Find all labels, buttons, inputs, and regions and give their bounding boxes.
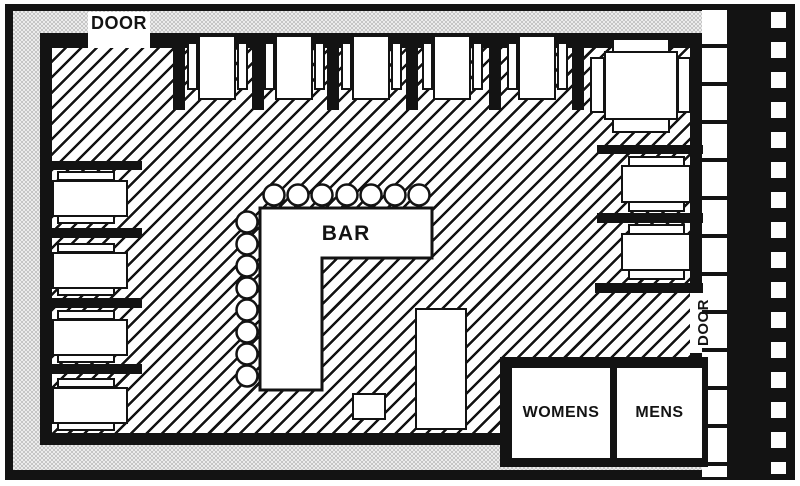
wall-left — [40, 33, 52, 445]
booth-divider — [173, 48, 185, 110]
bar-label: BAR — [322, 222, 371, 245]
booth-table — [621, 233, 691, 271]
booth-divider — [327, 48, 339, 110]
booth-divider — [572, 48, 584, 110]
bar-stool — [262, 183, 286, 207]
tile-walkway — [702, 10, 727, 477]
bar-stool — [235, 320, 259, 344]
bar-stool — [235, 254, 259, 278]
wall-right-upper — [690, 33, 702, 290]
bar-stool — [235, 298, 259, 322]
bar-stool — [235, 232, 259, 256]
mens-room: MENS — [617, 368, 702, 458]
right-dashed-strip — [771, 12, 786, 474]
chair — [677, 57, 691, 113]
booth-table — [52, 180, 128, 217]
bench — [472, 42, 483, 90]
small-table — [352, 393, 386, 420]
booth-divider — [597, 145, 703, 154]
booth-table — [518, 35, 556, 100]
bar-stool — [235, 276, 259, 300]
bar-area: BAR — [235, 183, 434, 392]
tall-table — [415, 308, 467, 430]
bar-stool — [359, 183, 383, 207]
booth-table — [52, 252, 128, 289]
bar-stool — [310, 183, 334, 207]
bar-counter — [258, 206, 434, 392]
womens-room-label: WOMENS — [522, 404, 600, 421]
booth-table — [52, 319, 128, 356]
booth-table — [621, 165, 691, 203]
booth-divider — [43, 228, 142, 238]
side-door-label-box: DOOR — [686, 292, 720, 352]
bar-stool — [235, 364, 259, 388]
bench — [341, 42, 352, 90]
bench — [391, 42, 402, 90]
entry-door-opening — [88, 12, 150, 48]
side-door-opening — [690, 290, 702, 353]
bench — [314, 42, 325, 90]
booth-divider — [43, 161, 142, 170]
booth-table — [352, 35, 390, 100]
bench — [422, 42, 433, 90]
womens-room: WOMENS — [512, 368, 610, 458]
bench — [507, 42, 518, 90]
bench — [264, 42, 275, 90]
bar-stool — [383, 183, 407, 207]
corner-table — [604, 51, 678, 120]
booth-divider — [43, 364, 142, 374]
booth-table — [198, 35, 236, 100]
chair — [590, 57, 605, 113]
bench — [187, 42, 198, 90]
booth-table — [275, 35, 313, 100]
bar-stool — [335, 183, 359, 207]
bench — [557, 42, 568, 90]
booth-table — [52, 387, 128, 424]
booth-divider — [595, 283, 703, 293]
bar-stool — [286, 183, 310, 207]
bar-stool — [235, 342, 259, 366]
booth-divider — [43, 298, 142, 308]
bench — [237, 42, 248, 90]
mens-room-label: MENS — [635, 404, 684, 421]
bar-stool — [235, 210, 259, 234]
booth-divider — [489, 48, 501, 110]
entry-door-label: DOOR — [91, 13, 147, 33]
side-door-label: DOOR — [694, 298, 712, 346]
bar-stool — [407, 183, 431, 207]
wall-bottom — [40, 433, 512, 445]
booth-table — [433, 35, 471, 100]
booth-divider — [597, 213, 703, 223]
booth-divider — [406, 48, 418, 110]
booth-divider — [252, 48, 264, 110]
